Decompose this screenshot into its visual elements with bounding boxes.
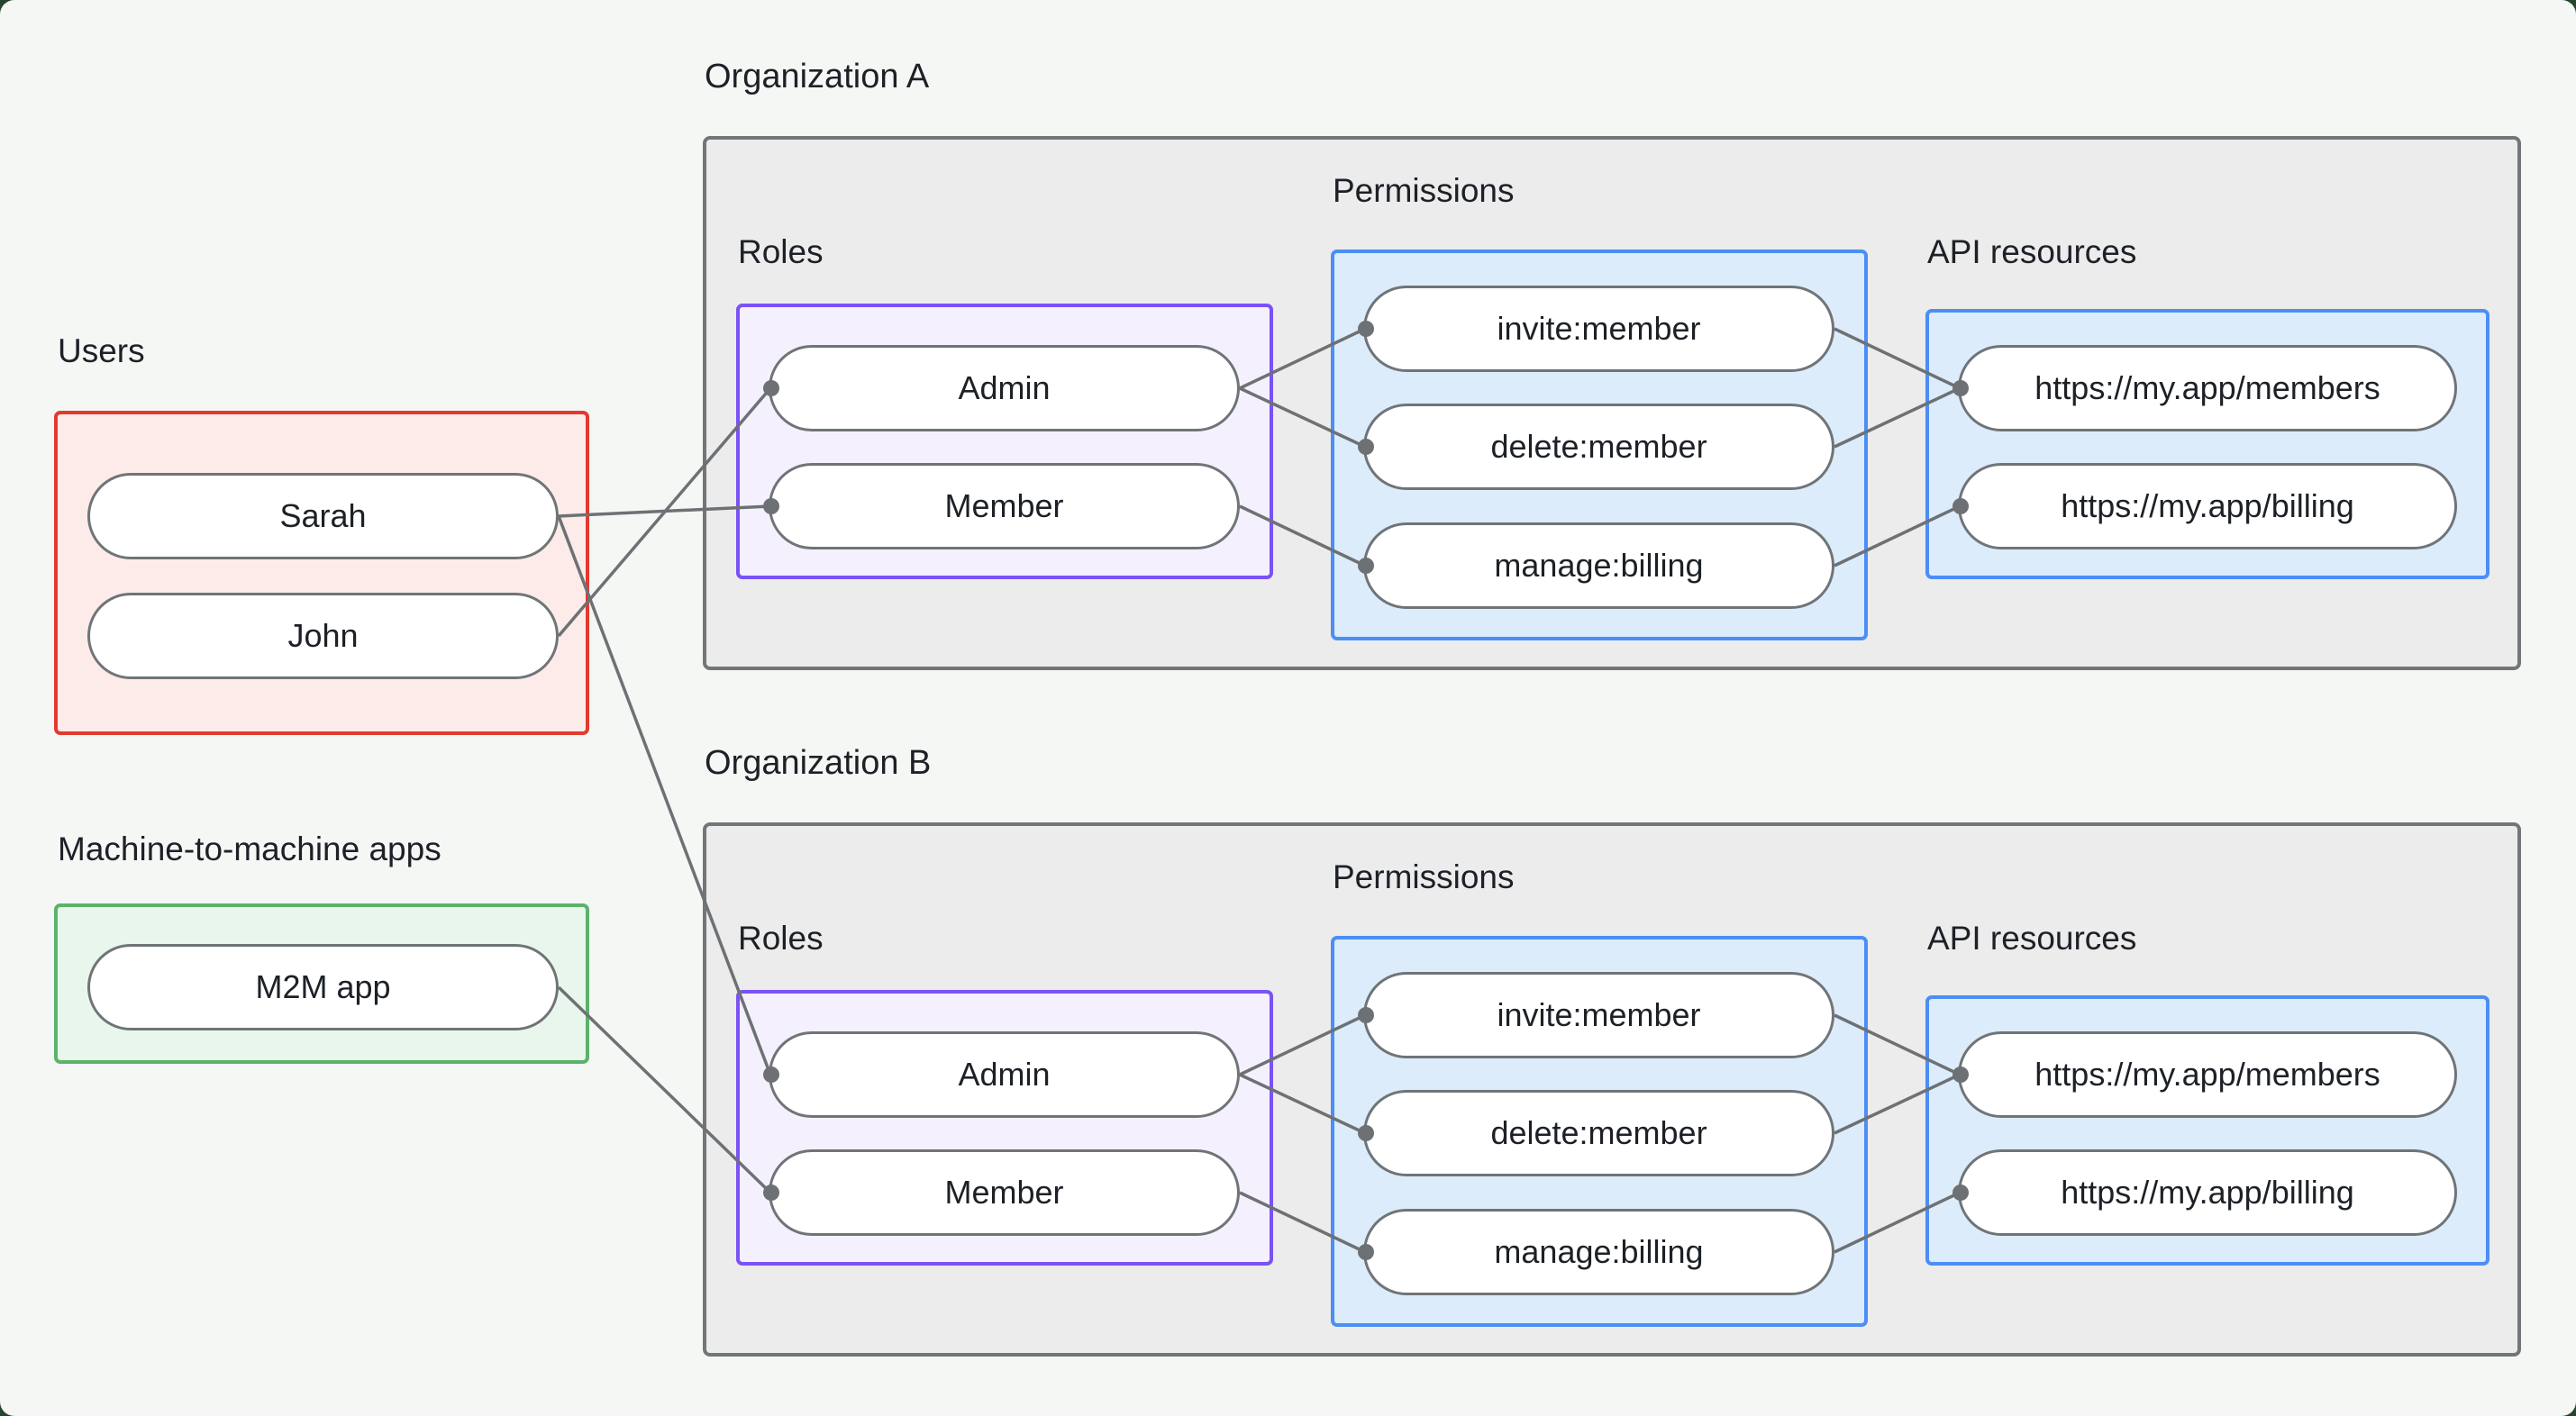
org-a-api-resources-label: API resources [1927,233,2137,270]
org-a-permission-delete-member: delete:member [1363,404,1834,490]
user-node-john: John [87,593,559,679]
org-a-permission-invite-member-label: invite:member [1497,310,1701,347]
org-a-permission-invite-member: invite:member [1363,286,1834,372]
user-node-john-label: John [287,617,359,654]
org-a-api-resource-billing: https://my.app/billing [1958,463,2457,549]
org-b-role-member-label: Member [944,1174,1064,1211]
users-group-box [54,411,589,735]
org-b-role-member: Member [769,1149,1240,1236]
org-a-title: Organization A [705,58,930,95]
org-a-role-admin: Admin [769,345,1240,431]
org-b-roles-label: Roles [738,920,824,957]
org-b-permission-manage-billing: manage:billing [1363,1209,1834,1295]
org-b-permission-delete-member-label: delete:member [1490,1114,1707,1151]
org-a-api-resource-billing-label: https://my.app/billing [2061,487,2354,524]
org-b-permission-invite-member: invite:member [1363,972,1834,1058]
org-a-permissions-label: Permissions [1333,172,1515,209]
users-section-label: Users [58,332,145,369]
m2m-node-app: M2M app [87,944,559,1030]
user-node-sarah: Sarah [87,473,559,559]
org-b-api-resource-members-label: https://my.app/members [2034,1056,2380,1093]
org-b-role-admin-label: Admin [958,1056,1051,1093]
org-b-api-resource-members: https://my.app/members [1958,1031,2457,1118]
org-b-permission-delete-member: delete:member [1363,1090,1834,1176]
org-a-permission-delete-member-label: delete:member [1490,428,1707,465]
org-a-role-member-label: Member [944,487,1064,524]
m2m-section-label: Machine-to-machine apps [58,831,441,867]
org-a-api-resource-members-label: https://my.app/members [2034,369,2380,406]
org-b-api-resources-label: API resources [1927,920,2137,957]
m2m-node-app-label: M2M app [255,968,391,1005]
org-b-role-admin: Admin [769,1031,1240,1118]
org-b-permission-invite-member-label: invite:member [1497,996,1701,1033]
org-a-roles-label: Roles [738,233,824,270]
org-b-api-resource-billing-label: https://my.app/billing [2061,1174,2354,1211]
org-b-permissions-label: Permissions [1333,858,1515,895]
org-b-title: Organization B [705,744,932,782]
org-a-permission-manage-billing-label: manage:billing [1494,547,1704,584]
user-node-sarah-label: Sarah [279,497,367,534]
org-b-api-resource-billing: https://my.app/billing [1958,1149,2457,1236]
org-a-api-resource-members: https://my.app/members [1958,345,2457,431]
org-a-role-admin-label: Admin [958,369,1051,406]
org-b-permission-manage-billing-label: manage:billing [1494,1233,1704,1270]
org-a-permission-manage-billing: manage:billing [1363,522,1834,609]
org-a-role-member: Member [769,463,1240,549]
